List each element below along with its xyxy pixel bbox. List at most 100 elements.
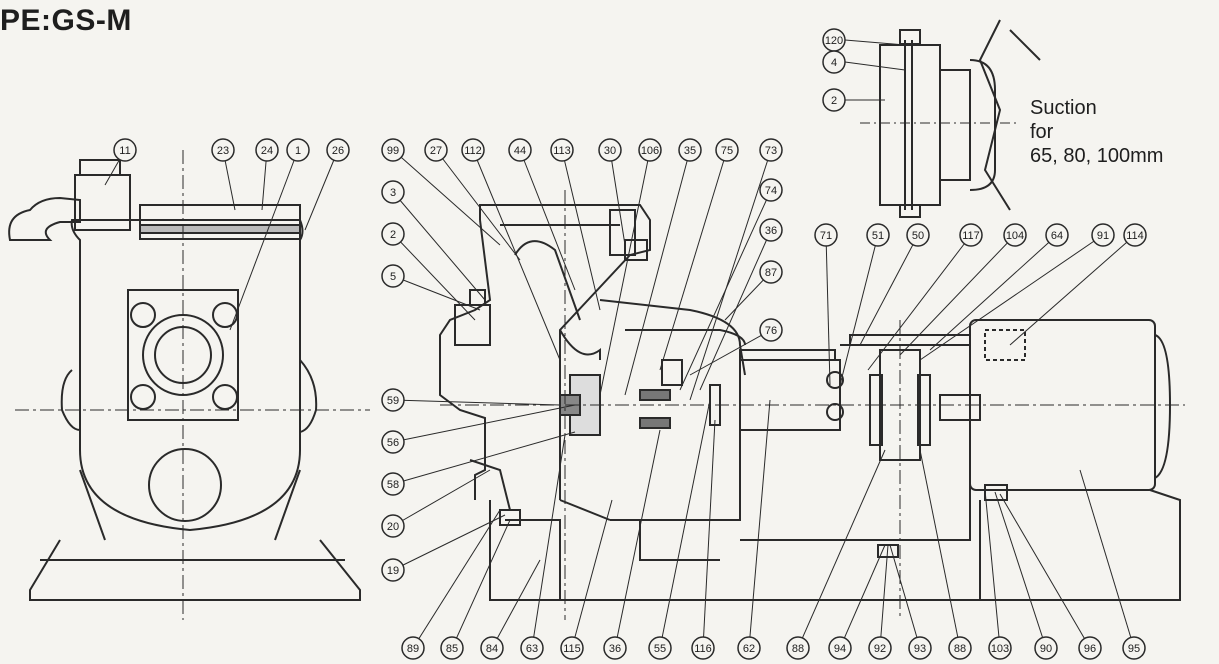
part-callout-89: 89	[401, 636, 425, 660]
part-callout-3: 3	[381, 180, 405, 204]
callout-number: 104	[1006, 230, 1024, 242]
part-callout-104: 104	[1003, 223, 1027, 247]
callout-number: 2	[390, 229, 396, 241]
callout-bubble	[948, 636, 972, 660]
end-view-casing	[29, 204, 361, 601]
part-callout-115: 115	[560, 636, 584, 660]
part-callout-106: 106	[638, 138, 662, 162]
part-callout-11: 11	[113, 138, 137, 162]
part-callout-26: 26	[326, 138, 350, 162]
callout-number: 99	[387, 145, 399, 157]
priming-elbow	[8, 159, 131, 241]
callout-number: 117	[962, 230, 980, 242]
part-callout-1: 1	[286, 138, 310, 162]
callout-number: 19	[387, 565, 399, 577]
part-callout-27: 27	[424, 138, 448, 162]
center-lines	[15, 150, 1185, 620]
callout-number: 5	[390, 271, 396, 283]
callout-number: 20	[387, 521, 399, 533]
callout-number: 56	[387, 437, 399, 449]
inset-callout-120: 120	[822, 28, 846, 52]
callout-bubble	[1078, 636, 1102, 660]
callout-bubble	[603, 636, 627, 660]
callout-number: 93	[914, 643, 926, 655]
callout-number: 85	[446, 643, 458, 655]
callout-number: 11	[119, 145, 130, 157]
leader-line	[571, 499, 613, 649]
callout-number: 73	[765, 145, 777, 157]
leader-line	[859, 234, 919, 346]
part-callout-19: 19	[381, 558, 405, 582]
callout-number: 84	[486, 643, 498, 655]
callout-bubble	[1122, 636, 1146, 660]
part-callout-73: 73	[759, 138, 783, 162]
callout-number: 88	[792, 643, 804, 655]
callout-bubble	[1034, 636, 1058, 660]
leader-line	[624, 149, 691, 396]
callout-bubble	[1123, 223, 1147, 247]
callout-bubble	[715, 138, 739, 162]
callout-bubble	[113, 138, 137, 162]
leader-line	[392, 275, 481, 311]
part-callout-95: 95	[1122, 636, 1146, 660]
callout-number: 59	[387, 395, 399, 407]
part-callout-88: 88	[948, 636, 972, 660]
suction-note-line-3: 65, 80, 100mm	[1030, 145, 1164, 167]
callout-bubble	[381, 514, 405, 538]
callout-bubble	[461, 138, 485, 162]
leader-line	[304, 149, 339, 231]
leader-line	[392, 514, 506, 571]
part-callout-117: 117	[959, 223, 983, 247]
callout-number: 63	[526, 643, 538, 655]
leader-line	[392, 469, 491, 527]
leader-line	[491, 559, 541, 649]
inset-callout-4: 4	[822, 50, 846, 74]
callout-bubble	[1003, 223, 1027, 247]
callout-number: 2	[831, 95, 837, 107]
part-callout-20: 20	[381, 514, 405, 538]
part-callout-71: 71	[814, 223, 838, 247]
part-callout-85: 85	[440, 636, 464, 660]
callout-bubble	[440, 636, 464, 660]
callout-number: 91	[1097, 230, 1109, 242]
callout-number: 30	[604, 145, 616, 157]
callout-bubble	[759, 318, 783, 342]
callout-number: 51	[872, 230, 884, 242]
callout-number: 76	[765, 325, 777, 337]
part-callout-55: 55	[648, 636, 672, 660]
callout-number: 92	[874, 643, 886, 655]
callout-bubble	[908, 636, 932, 660]
callout-number: 23	[217, 145, 229, 157]
part-callout-112: 112	[461, 138, 485, 162]
callout-number: 113	[553, 145, 571, 157]
callout-bubble	[401, 636, 425, 660]
callout-bubble	[381, 472, 405, 496]
callout-bubble	[211, 138, 235, 162]
leader-line	[392, 404, 576, 443]
callout-bubble	[814, 223, 838, 247]
callout-bubble	[737, 636, 761, 660]
callout-bubble	[988, 636, 1012, 660]
callout-number: 50	[912, 230, 924, 242]
leader-line	[994, 491, 1047, 649]
callout-number: 103	[991, 643, 1009, 655]
callout-number: 89	[407, 643, 419, 655]
callout-number: 71	[820, 230, 832, 242]
callout-bubble	[906, 223, 930, 247]
leader-line	[614, 429, 661, 649]
callout-bubble	[866, 223, 890, 247]
callout-number: 106	[641, 145, 659, 157]
leader-line	[984, 489, 1001, 649]
part-callout-44: 44	[508, 138, 532, 162]
leader-line	[702, 419, 716, 649]
callout-number: 35	[684, 145, 696, 157]
part-callout-88: 88	[786, 636, 810, 660]
callout-bubble	[822, 88, 846, 112]
leader-line	[929, 234, 1058, 351]
callout-bubble	[381, 138, 405, 162]
callout-number: 58	[387, 479, 399, 491]
part-callout-50: 50	[906, 223, 930, 247]
callout-bubble	[759, 260, 783, 284]
callout-number: 90	[1040, 643, 1052, 655]
